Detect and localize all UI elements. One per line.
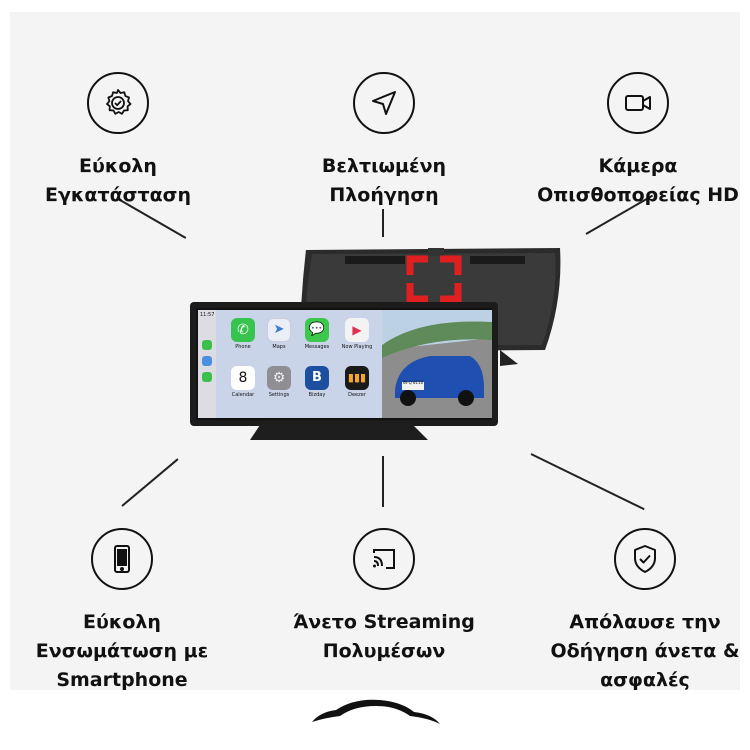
feature-label: Βελτιωμένη Πλοήγηση (264, 152, 504, 210)
feature-improved-navigation: Βελτιωμένη Πλοήγηση (264, 72, 504, 210)
label-line: Οπισθοπορείας HD (537, 184, 739, 206)
maps-icon: ➤ (267, 318, 291, 342)
label-line: Οδήγηση άνετα & (550, 640, 740, 662)
icon-circle (614, 528, 676, 590)
bizday-icon: B (305, 366, 329, 390)
app-label: Maps (272, 344, 286, 350)
feature-rear-camera: Κάμερα Οπισθοπορείας HD (518, 72, 750, 210)
license-plate: IN-Q 8110 (402, 380, 424, 385)
icon-circle (607, 72, 669, 134)
feature-label: Εύκολη Ενσωμάτωση με Smartphone (2, 608, 242, 695)
app-label: Settings (268, 392, 290, 398)
deezer-icon: ▮▮▮ (345, 366, 369, 390)
app-bizday[interactable]: B Bizday (302, 366, 332, 398)
phone-icon: ✆ (231, 318, 255, 342)
smartphone-icon (114, 545, 130, 573)
icon-circle (91, 528, 153, 590)
icon-circle (353, 72, 415, 134)
app-label: Deezer (348, 392, 366, 398)
label-line: Εύκολη (83, 611, 161, 633)
shield-check-icon (634, 545, 656, 573)
label-line: Ενσωμάτωση με (35, 640, 209, 662)
feature-easy-installation: Εύκολη Εγκατάσταση (0, 72, 238, 210)
dock-phone-icon (202, 340, 212, 350)
label-line: ασφαλές (600, 669, 690, 691)
connector-line (382, 456, 384, 507)
calendar-icon: 8 (231, 366, 255, 390)
app-messages[interactable]: 💬 Messages (302, 318, 332, 350)
feature-label: Κάμερα Οπισθοπορείας HD (518, 152, 750, 210)
app-settings[interactable]: ⚙ Settings (264, 366, 294, 398)
label-line: Εγκατάσταση (45, 184, 191, 206)
app-label: Messages (304, 344, 330, 350)
cast-icon (373, 549, 395, 569)
carplay-screen: 11:57 ✆ Phone ➤ Maps 💬 Messages ▶ Now Pl… (198, 310, 382, 418)
app-phone[interactable]: ✆ Phone (228, 318, 258, 350)
app-calendar[interactable]: 8 Calendar (228, 366, 258, 398)
label-line: Πλοήγηση (329, 184, 439, 206)
messages-icon: 💬 (305, 318, 329, 342)
label-line: Smartphone (56, 669, 188, 691)
settings-icon: ⚙ (267, 366, 291, 390)
label-line: Πολυμέσων (322, 640, 446, 662)
status-time: 11:57 (200, 312, 215, 318)
icon-circle (353, 528, 415, 590)
dock-messages-icon (202, 372, 212, 382)
feature-label: Απόλαυσε την Οδήγηση άνετα & ασφαλές (525, 608, 750, 695)
navigation-arrow-icon (372, 91, 396, 115)
connector-line (382, 209, 384, 237)
gear-check-icon (106, 89, 132, 115)
dock-maps-icon (202, 356, 212, 366)
label-line: Κάμερα (598, 155, 678, 177)
video-camera-icon (625, 95, 651, 111)
app-label: Calendar (231, 392, 255, 398)
app-label: Now Playing (341, 344, 373, 350)
icon-circle (87, 72, 149, 134)
app-maps[interactable]: ➤ Maps (264, 318, 294, 350)
app-label: Phone (235, 344, 251, 350)
car-silhouette-logo (312, 699, 440, 724)
label-line: Απόλαυσε την (569, 611, 721, 633)
app-deezer[interactable]: ▮▮▮ Deezer (340, 366, 374, 398)
label-line: Άνετο Streaming (293, 611, 475, 633)
app-label: Bizday (308, 392, 326, 398)
feature-label: Άνετο Streaming Πολυμέσων (264, 608, 504, 666)
now-playing-icon: ▶ (345, 318, 369, 342)
app-now-playing[interactable]: ▶ Now Playing (340, 318, 374, 350)
feature-smartphone-integration: Εύκολη Ενσωμάτωση με Smartphone (2, 528, 242, 695)
feature-safe-driving: Απόλαυσε την Οδήγηση άνετα & ασφαλές (525, 528, 750, 695)
feature-label: Εύκολη Εγκατάσταση (0, 152, 238, 210)
label-line: Εύκολη (79, 155, 157, 177)
label-line: Βελτιωμένη (321, 155, 447, 177)
feature-media-streaming: Άνετο Streaming Πολυμέσων (264, 528, 504, 666)
